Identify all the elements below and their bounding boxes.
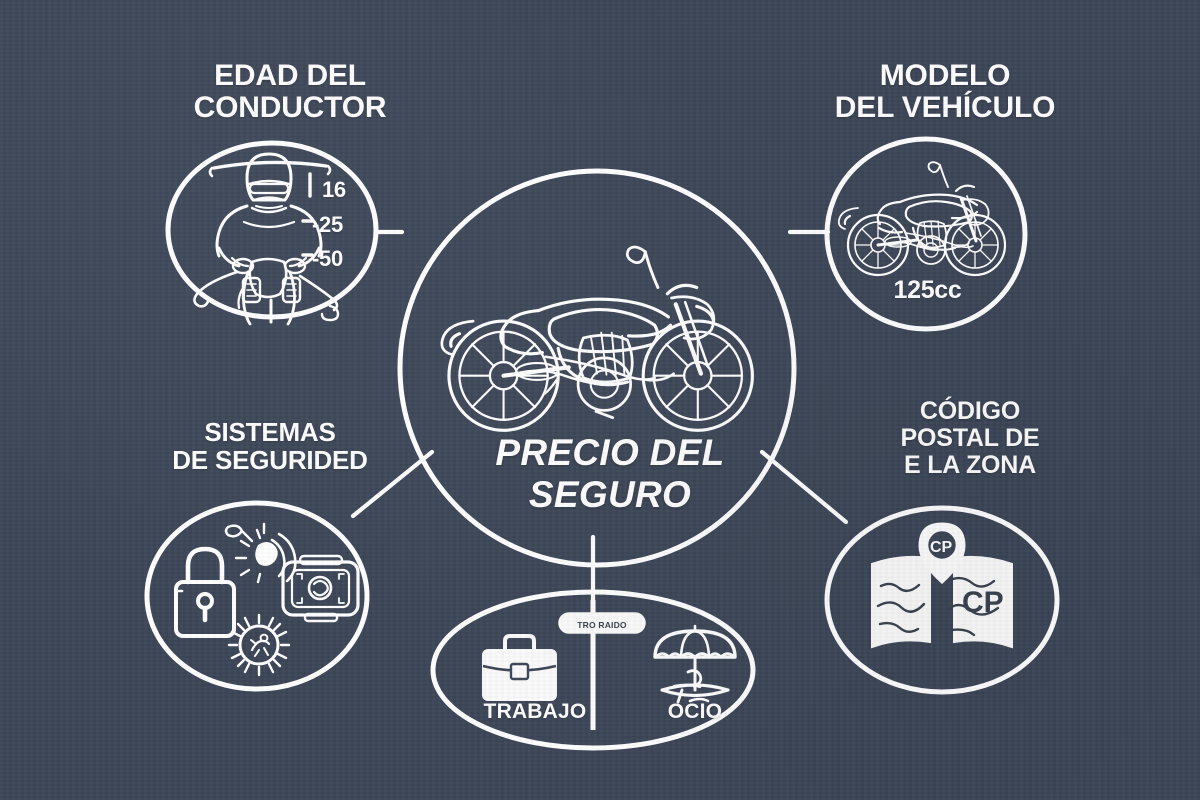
engine-displacement-value: 125cc (893, 276, 962, 304)
node-uso-del-vehiculo[interactable] (430, 589, 756, 751)
page-title: PRECIO DEL SEGURO (495, 432, 725, 516)
padlock-icon (174, 546, 236, 638)
option-label-trabajo: TRABAJO (483, 700, 587, 723)
connector-lines (350, 229, 849, 603)
label-edad-del-conductor: EDAD DEL CONDUCTOR (193, 59, 387, 125)
center-circle (397, 168, 797, 568)
map-pin-icon: CP CP (871, 522, 1013, 649)
node-sistemas-de-seguridad[interactable] (144, 500, 370, 692)
connector-bottom-right (759, 449, 849, 525)
beach-umbrella-icon (653, 624, 737, 704)
node-modelo-del-vehiculo[interactable] (824, 136, 1028, 332)
age-value-2: -25 (312, 212, 343, 237)
node-codigo-postal[interactable] (824, 505, 1060, 695)
map-cp-text: CP (962, 586, 1004, 619)
rider-front-icon (193, 152, 340, 326)
motorcycle-side-icon (837, 161, 1007, 277)
age-value-3: -50 (312, 246, 343, 271)
pin-cp-text: CP (930, 539, 953, 556)
sign-pill-text: TRO RAIDO (577, 620, 627, 630)
age-tick-marks (301, 172, 314, 257)
briefcase-icon (482, 634, 557, 701)
connector-bottom-left (350, 449, 435, 519)
sign-pill (558, 612, 646, 634)
label-codigo-postal: CÓDIGO POSTAL DE E LA ZONA (900, 397, 1040, 479)
label-sistemas-de-seguridad: SISTEMAS DE SEGURIDED (172, 417, 368, 476)
security-device-icon (281, 554, 360, 623)
age-value-1: 16 (322, 177, 346, 202)
alarm-siren-icon (224, 522, 297, 584)
motion-sensor-icon (227, 613, 291, 677)
motorcycle-icon (440, 245, 754, 432)
label-modelo-del-vehiculo: MODELO DEL VEHÍCULO (834, 59, 1056, 125)
option-label-ocio: OCIO (667, 700, 723, 723)
